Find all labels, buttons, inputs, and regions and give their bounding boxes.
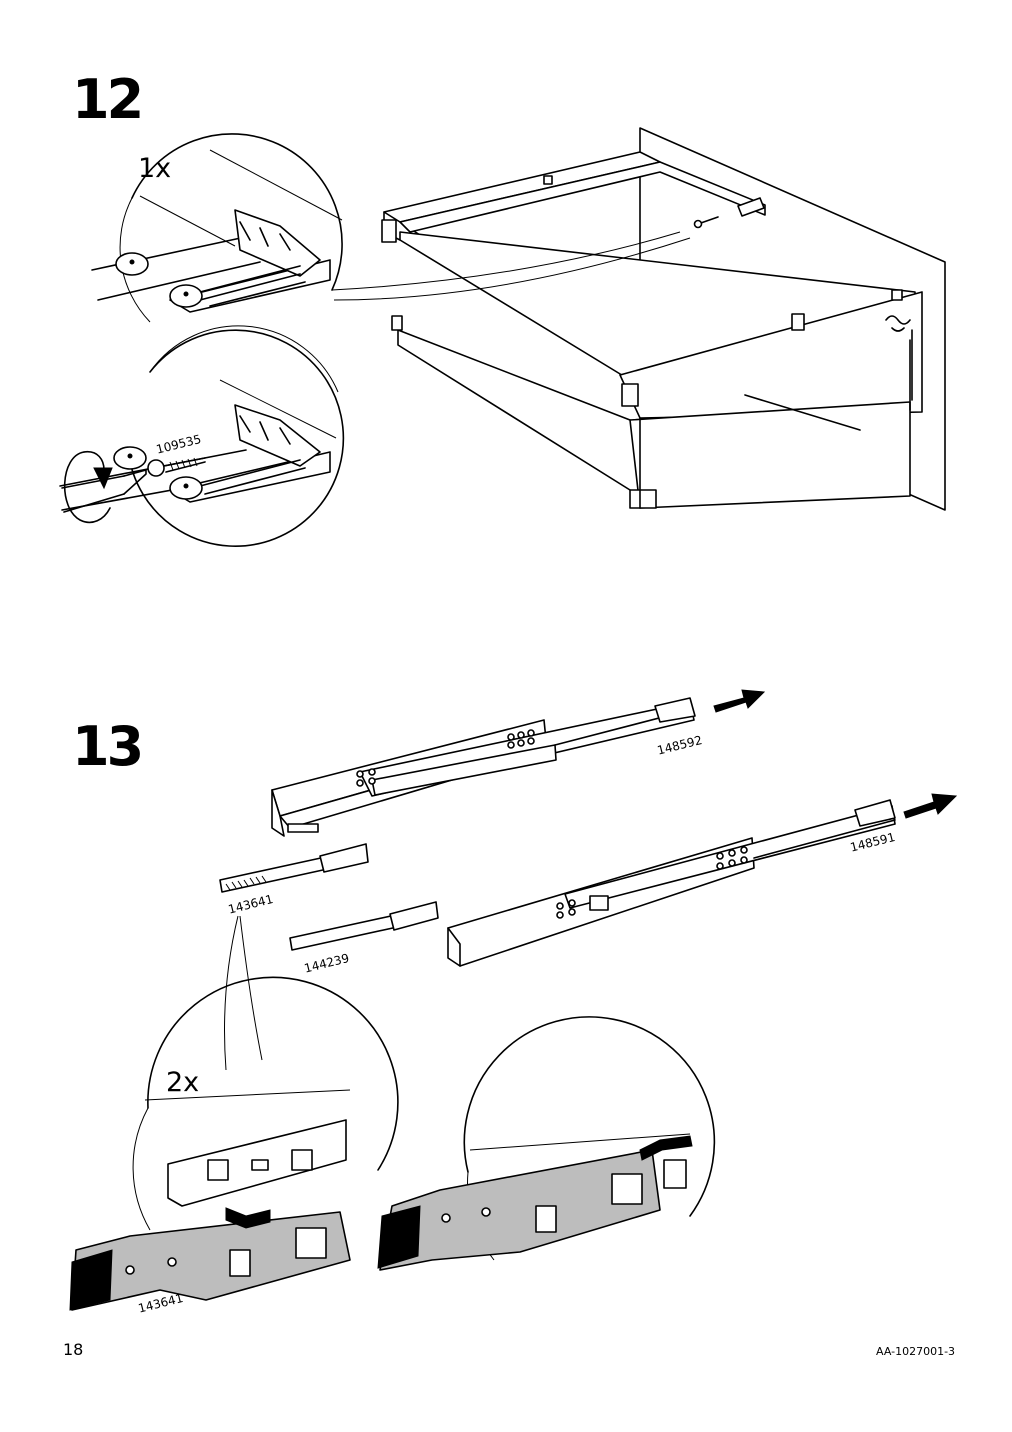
push-arrow-icon [713, 689, 766, 713]
step-number: 13 [72, 715, 144, 778]
runner-148592 [271, 697, 696, 837]
screw-icon [147, 457, 206, 477]
drawer-illustration [381, 127, 946, 511]
step-number: 12 [72, 68, 144, 131]
detail-circle-12b [59, 325, 345, 547]
runner-148591 [447, 799, 896, 967]
screwdriver-icon [61, 469, 147, 513]
rotate-arrow-icon [63, 450, 113, 524]
push-arrow-icon [903, 793, 958, 819]
screw-icon [693, 216, 719, 229]
detail-circle-12a [91, 133, 691, 323]
quantity-label: 2x [166, 1067, 200, 1098]
locking-device-143641 [219, 843, 369, 893]
detail-circle-13b [377, 1016, 716, 1271]
page-number: 18 [63, 1340, 84, 1359]
locking-device-144239 [289, 901, 439, 951]
drawer-front-panel [629, 401, 911, 509]
detail-circle-13a [69, 976, 399, 1311]
document-code: AA-1027001-3 [876, 1345, 956, 1358]
quantity-label: 1x [138, 153, 172, 184]
